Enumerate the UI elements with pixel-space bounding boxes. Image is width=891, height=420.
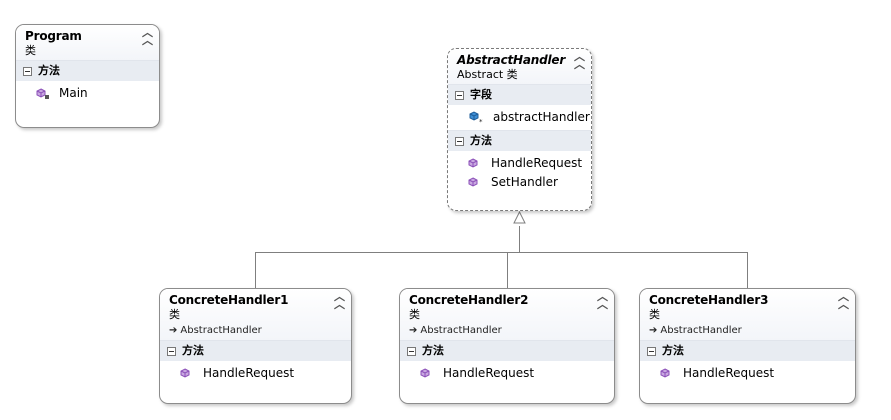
section-fields[interactable]: 字段 — [448, 84, 591, 105]
method-list: HandleRequest — [160, 361, 351, 386]
method-list: HandleRequest — [640, 361, 855, 386]
svg-text:*: * — [479, 118, 483, 124]
class-header: ConcreteHandler3 类 ➔AbstractHandler ︿︿ — [640, 289, 855, 340]
class-kind: 类 — [25, 44, 36, 57]
method-item[interactable]: Main — [16, 84, 159, 103]
inheritance-arrow-icon: ➔ — [649, 325, 658, 336]
double-chevron-up-icon[interactable]: ︿︿ — [142, 26, 153, 47]
section-label: 方法 — [662, 344, 684, 357]
section-label: 方法 — [38, 64, 60, 77]
method-list: HandleRequest — [400, 361, 614, 386]
class-header: AbstractHandler Abstract 类 ︿︿ — [448, 49, 591, 84]
class-header: ConcreteHandler2 类 ➔AbstractHandler ︿︿ — [400, 289, 614, 340]
method-item[interactable]: SetHandler — [448, 173, 591, 192]
section-label: 方法 — [422, 344, 444, 357]
class-kind: Abstract 类 — [457, 68, 518, 81]
double-chevron-up-icon[interactable]: ︿︿ — [334, 290, 345, 311]
minus-box-icon[interactable] — [167, 346, 176, 356]
purple-cube-method-icon — [468, 176, 478, 187]
class-abstract-handler[interactable]: AbstractHandler Abstract 类 ︿︿ 字段 * abstr… — [447, 48, 592, 211]
method-item[interactable]: HandleRequest — [400, 364, 614, 383]
purple-cube-method-icon — [420, 367, 430, 378]
base-class: ➔AbstractHandler — [169, 325, 262, 336]
section-label: 方法 — [470, 134, 492, 147]
field-name: abstractHandler — [493, 110, 590, 124]
base-class: ➔AbstractHandler — [649, 325, 742, 336]
base-class: ➔AbstractHandler — [409, 325, 502, 336]
method-name: HandleRequest — [683, 366, 775, 380]
inheritance-arrow-icon — [513, 210, 526, 224]
method-name: HandleRequest — [203, 366, 295, 380]
minus-box-icon[interactable] — [455, 136, 464, 146]
section-methods[interactable]: 方法 — [16, 60, 159, 81]
class-name: AbstractHandler — [457, 53, 566, 67]
purple-cube-method-icon — [468, 157, 478, 168]
class-header: Program 类 ︿︿ — [16, 25, 159, 60]
class-concrete-handler-2[interactable]: ConcreteHandler2 类 ➔AbstractHandler ︿︿ 方… — [399, 288, 615, 404]
section-methods[interactable]: 方法 — [640, 340, 855, 361]
class-name: ConcreteHandler3 — [649, 293, 769, 307]
double-chevron-up-icon[interactable]: ︿︿ — [838, 290, 849, 311]
inheritance-arrow-icon: ➔ — [409, 325, 418, 336]
section-methods[interactable]: 方法 — [448, 130, 591, 151]
section-label: 方法 — [182, 344, 204, 357]
class-name: Program — [25, 29, 82, 43]
section-methods[interactable]: 方法 — [400, 340, 614, 361]
method-name: SetHandler — [491, 175, 558, 189]
purple-cube-method-icon — [180, 367, 190, 378]
method-list: Main — [16, 81, 159, 106]
method-name: HandleRequest — [443, 366, 535, 380]
class-kind: 类 — [169, 308, 180, 321]
blue-field-icon: * — [469, 111, 483, 124]
class-program[interactable]: Program 类 ︿︿ 方法 Main — [15, 24, 160, 128]
minus-box-icon[interactable] — [647, 346, 656, 356]
method-item[interactable]: HandleRequest — [640, 364, 855, 383]
class-concrete-handler-1[interactable]: ConcreteHandler1 类 ➔AbstractHandler ︿︿ 方… — [159, 288, 352, 404]
private-method-icon — [36, 87, 49, 99]
minus-box-icon[interactable] — [23, 66, 32, 76]
class-name: ConcreteHandler1 — [169, 293, 289, 307]
section-label: 字段 — [470, 88, 492, 101]
method-list: HandleRequest SetHandler — [448, 151, 591, 195]
minus-box-icon[interactable] — [407, 346, 416, 356]
double-chevron-up-icon[interactable]: ︿︿ — [574, 50, 585, 71]
class-kind: 类 — [649, 308, 660, 321]
class-kind: 类 — [409, 308, 420, 321]
section-methods[interactable]: 方法 — [160, 340, 351, 361]
double-chevron-up-icon[interactable]: ︿︿ — [597, 290, 608, 311]
method-name: HandleRequest — [491, 156, 583, 170]
class-concrete-handler-3[interactable]: ConcreteHandler3 类 ➔AbstractHandler ︿︿ 方… — [639, 288, 856, 404]
field-item[interactable]: * abstractHandler — [448, 108, 591, 127]
purple-cube-method-icon — [660, 367, 670, 378]
method-name: Main — [59, 86, 88, 100]
class-header: ConcreteHandler1 类 ➔AbstractHandler ︿︿ — [160, 289, 351, 340]
method-item[interactable]: HandleRequest — [448, 154, 591, 173]
field-list: * abstractHandler — [448, 105, 591, 130]
method-item[interactable]: HandleRequest — [160, 364, 351, 383]
inheritance-arrow-icon: ➔ — [169, 325, 178, 336]
class-name: ConcreteHandler2 — [409, 293, 529, 307]
minus-box-icon[interactable] — [455, 90, 464, 100]
